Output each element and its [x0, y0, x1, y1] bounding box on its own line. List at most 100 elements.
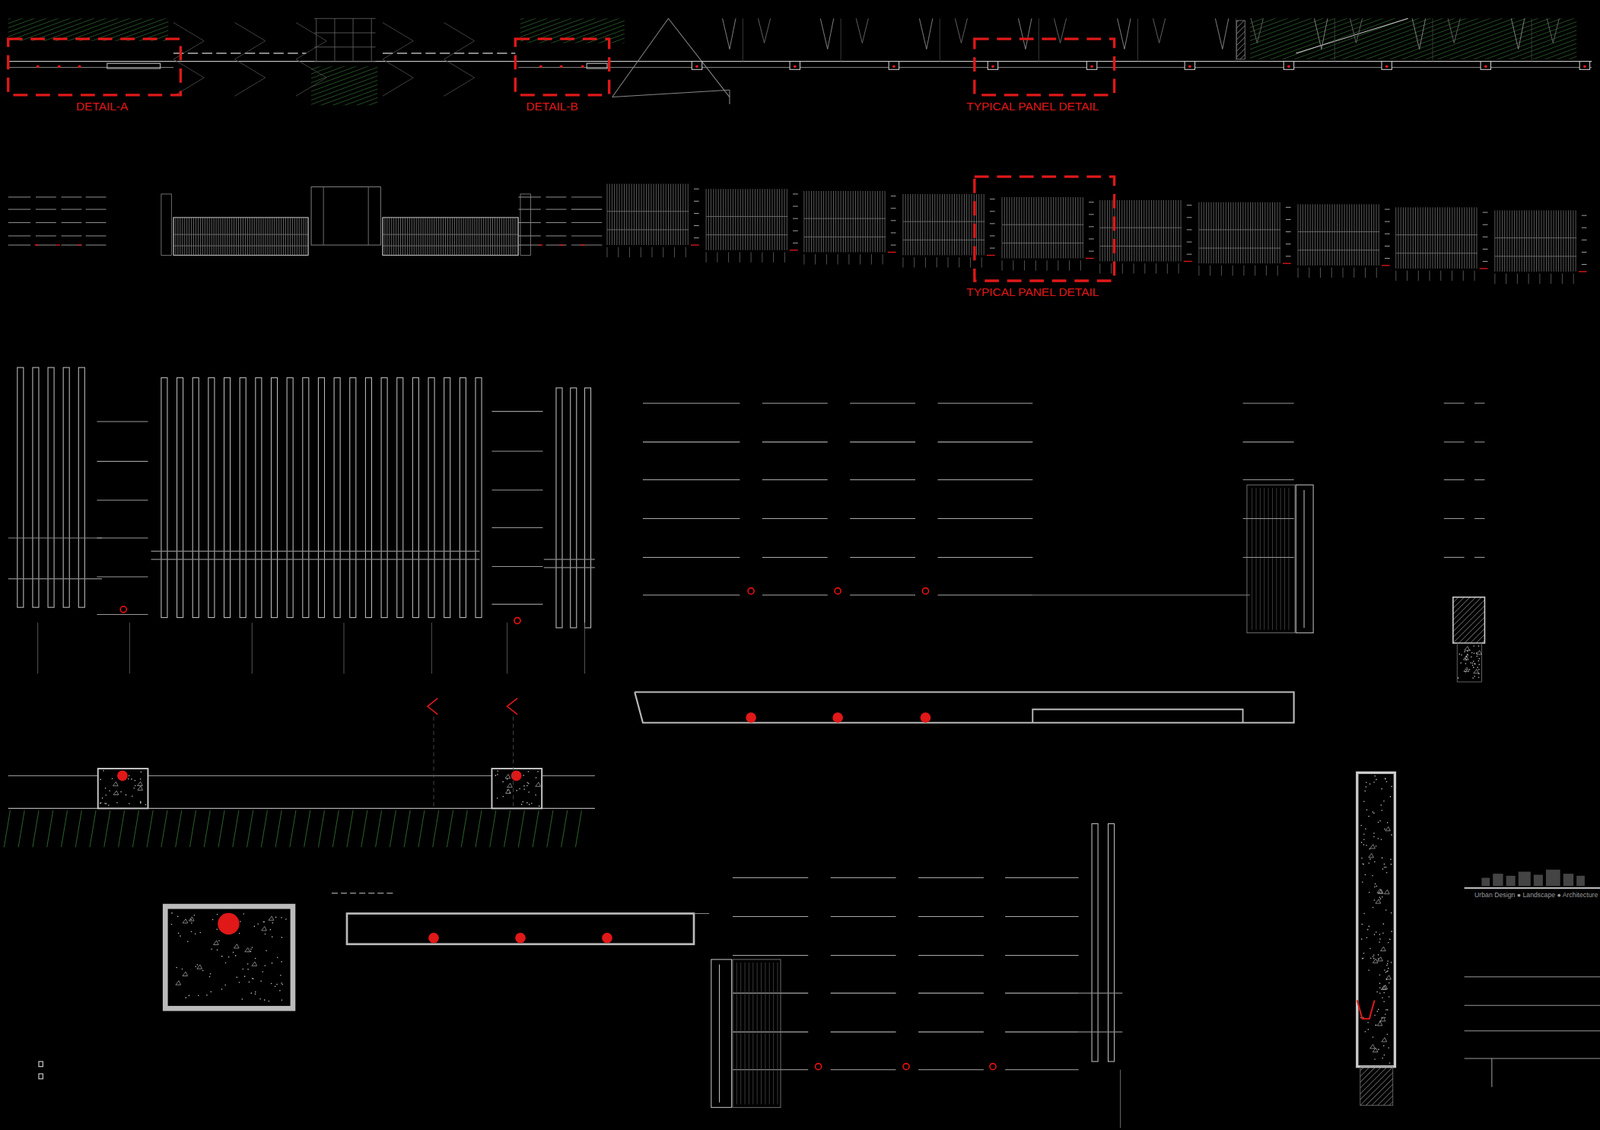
concrete-stipple — [1369, 858, 1371, 860]
drawing-line — [193, 217, 195, 256]
drawing-line — [1339, 203, 1340, 265]
concrete-stipple — [270, 982, 273, 985]
drawing-line — [792, 193, 799, 195]
drawing-line — [670, 184, 672, 245]
concrete-stipple — [1390, 795, 1392, 798]
drawing-line — [451, 217, 453, 256]
concrete-stipple — [140, 771, 143, 773]
drawing-line — [489, 217, 491, 256]
vertical-batten — [239, 377, 246, 618]
drawing-line — [1225, 202, 1227, 264]
drawing-line — [1396, 234, 1478, 236]
drawing-line — [989, 248, 996, 249]
drawing-line — [690, 244, 700, 245]
drawing-line — [571, 235, 602, 236]
drawing-line — [1067, 197, 1069, 258]
drawing-line — [32, 810, 39, 847]
drawing-line — [1186, 241, 1193, 243]
drawing-line — [1232, 265, 1234, 276]
anchor-dot — [78, 64, 82, 68]
drawing-line — [173, 234, 309, 236]
drawing-line — [1495, 237, 1577, 239]
concrete-stipple — [247, 968, 249, 971]
drawing-line — [1186, 204, 1193, 206]
drawing-line — [1100, 227, 1182, 229]
drawing-line — [1155, 200, 1157, 261]
drawing-line — [672, 184, 674, 245]
reinforcement-bar — [117, 770, 128, 780]
drawing-line — [1482, 224, 1489, 226]
drawing-line — [833, 190, 834, 252]
concrete-stipple — [1469, 668, 1471, 671]
concrete-stipple — [1379, 992, 1381, 994]
drawing-line — [710, 188, 712, 250]
concrete-stipple — [496, 797, 499, 799]
drawing-line — [693, 225, 700, 226]
drawing-line — [789, 249, 799, 251]
anchor-dot — [57, 64, 61, 68]
drawing-line — [762, 402, 828, 404]
drawing-line — [480, 217, 482, 256]
drawing-line — [491, 527, 543, 529]
drawing-line — [1078, 1031, 1123, 1033]
drawing-line — [60, 209, 82, 210]
concrete-stipple — [1475, 655, 1478, 658]
concrete-stipple — [1373, 832, 1375, 834]
drawing-line — [1250, 202, 1251, 264]
drawing-line — [188, 217, 190, 256]
drawing-line — [849, 402, 916, 404]
drawing-line — [543, 566, 595, 568]
drawing-line — [665, 184, 667, 245]
drawing-line — [1538, 209, 1540, 271]
drawing-line — [607, 210, 689, 212]
drawing-line — [96, 461, 148, 462]
drawing-line — [693, 188, 700, 190]
drawing-line — [613, 184, 615, 245]
concrete-stipple — [1386, 1033, 1389, 1035]
concrete-stipple — [1374, 1014, 1376, 1017]
reinforcement-bar — [989, 1063, 996, 1070]
drawing-line — [251, 217, 253, 256]
concrete-stipple — [271, 962, 274, 964]
concrete-stipple — [1374, 861, 1376, 863]
drawing-line — [1016, 197, 1018, 258]
concrete-stipple — [1374, 886, 1376, 888]
concrete-stipple — [210, 947, 213, 950]
concrete-stipple — [1370, 957, 1372, 959]
detail-callout-box — [515, 38, 609, 96]
drawing-line — [902, 194, 904, 255]
drawing-line — [1469, 206, 1470, 268]
drawing-line — [1444, 518, 1465, 519]
drawing-line — [389, 810, 396, 847]
drawing-line — [774, 188, 776, 250]
drawing-line — [323, 187, 325, 245]
detail-callout-box — [974, 176, 1115, 281]
logo-mark — [1563, 873, 1574, 886]
fin-symbol — [820, 18, 834, 49]
aggregate-mark — [137, 785, 144, 790]
drawing-line — [231, 217, 233, 256]
drawing-line — [303, 217, 305, 256]
drawing-line — [1285, 206, 1292, 208]
concrete-stipple — [1388, 995, 1391, 998]
drawing-line — [1026, 197, 1028, 258]
concrete-stipple — [1374, 883, 1377, 885]
concrete-stipple — [1365, 785, 1368, 788]
drawing-line — [1141, 200, 1142, 261]
drawing-line — [1368, 203, 1370, 265]
drawing-line — [961, 194, 963, 255]
drawing-line — [429, 217, 430, 256]
concrete-stipple — [1373, 781, 1375, 783]
drawing-line — [980, 194, 982, 255]
drawing-line — [887, 251, 897, 253]
drawing-line — [938, 518, 1034, 519]
drawing-line — [1451, 206, 1453, 268]
drawing-line — [1581, 215, 1588, 217]
drawing-line — [744, 962, 746, 1104]
drawing-line — [543, 559, 595, 560]
drawing-line — [772, 962, 774, 1104]
vertical-batten — [302, 377, 309, 618]
drawing-line — [407, 217, 408, 256]
drawing-line — [85, 222, 107, 223]
drawing-line — [840, 18, 842, 61]
